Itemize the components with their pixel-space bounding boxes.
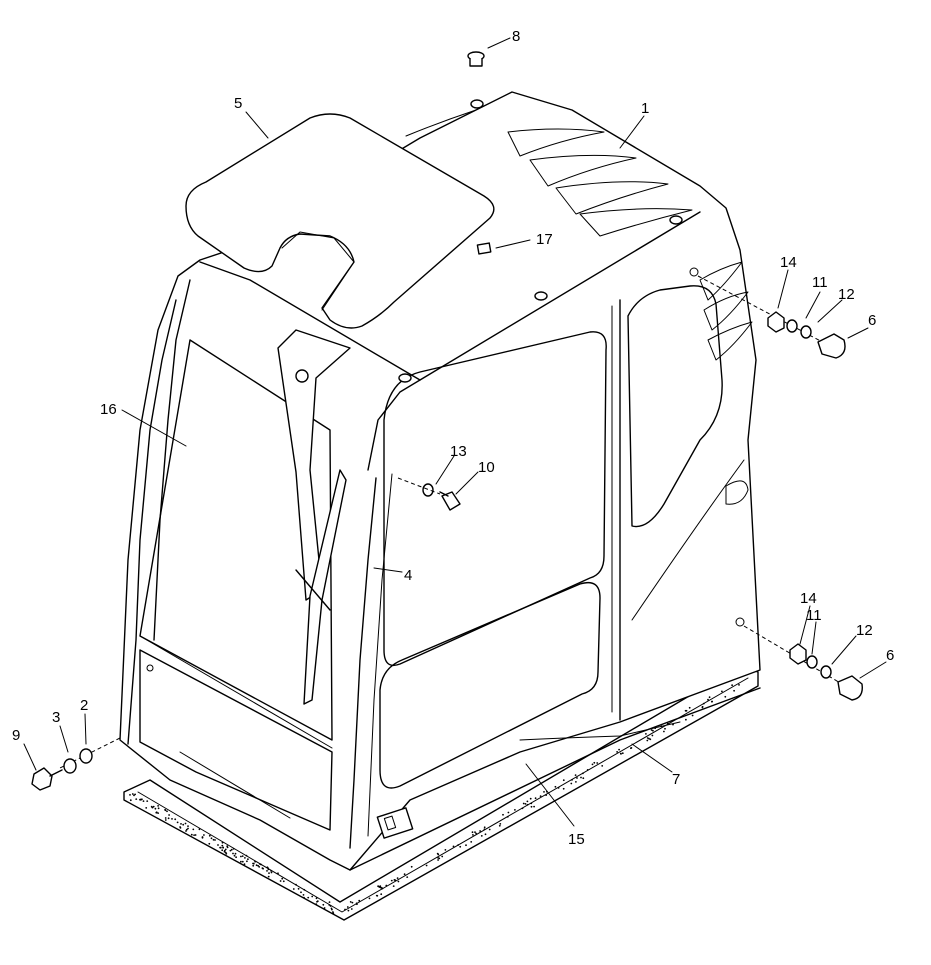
floor-plate	[123, 665, 759, 921]
callout-12-upper: 12	[838, 286, 855, 303]
roof-window	[185, 113, 495, 329]
callout-labels: 1 2 3 4 5 6 6 7 8 9 10 11 11 12 12 13 14…	[12, 28, 894, 848]
callout-17: 17	[536, 231, 553, 248]
callout-2: 2	[80, 697, 88, 714]
leader-lines	[23, 37, 887, 827]
callout-11-upper: 11	[812, 274, 828, 291]
callout-10: 10	[478, 459, 495, 476]
callout-8: 8	[512, 28, 520, 45]
callout-11-lower: 11	[806, 607, 822, 624]
callout-9: 9	[12, 727, 20, 744]
callout-13: 13	[450, 443, 467, 460]
part-17	[476, 242, 492, 255]
fastener-set-upper	[697, 275, 846, 359]
callout-16: 16	[100, 401, 117, 418]
callout-4: 4	[404, 567, 412, 584]
callout-7: 7	[672, 771, 680, 788]
callout-15: 15	[568, 831, 585, 848]
part-10-bolt	[439, 491, 461, 511]
callout-5: 5	[234, 95, 242, 112]
part-13-washer	[422, 483, 434, 497]
callout-14-upper: 14	[780, 254, 797, 271]
part-8	[467, 51, 485, 67]
cab-body	[119, 91, 761, 871]
callout-12-lower: 12	[856, 622, 873, 639]
fastener-set-left	[31, 737, 121, 791]
callout-14-lower: 14	[800, 590, 817, 607]
callout-1: 1	[641, 100, 649, 117]
callout-3: 3	[52, 709, 60, 726]
wiper-assembly	[277, 329, 351, 705]
callout-6-lower: 6	[886, 647, 894, 664]
fastener-set-lower	[743, 625, 863, 701]
callout-6-upper: 6	[868, 312, 876, 329]
